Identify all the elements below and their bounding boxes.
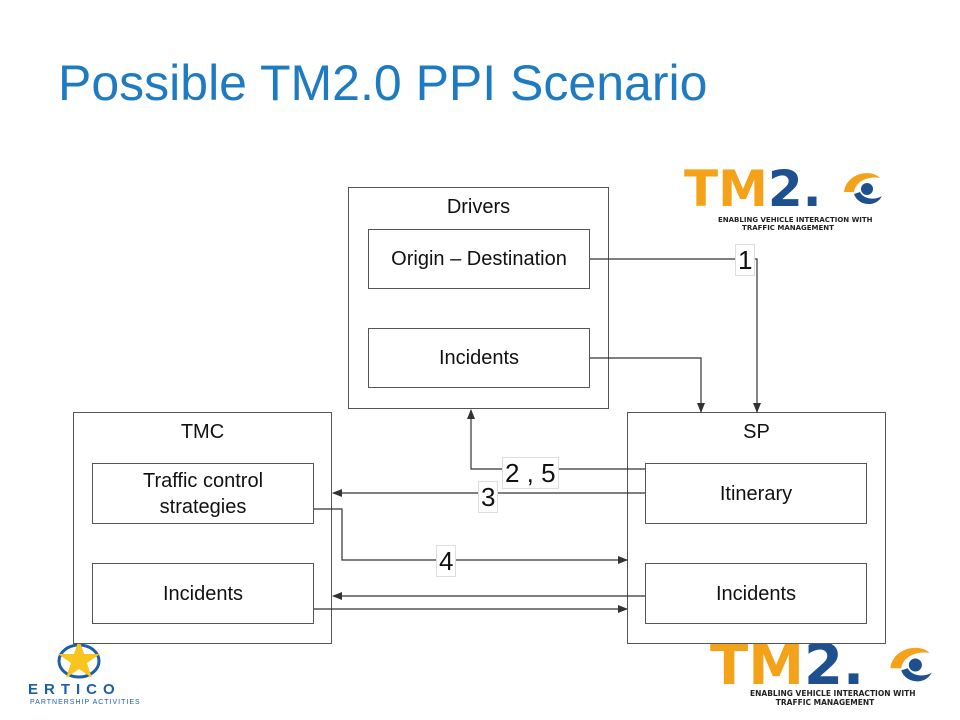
origin-destination-box: Origin – Destination	[368, 229, 590, 289]
swirl-icon	[890, 647, 932, 682]
arrow-incidents-to-sp	[590, 357, 705, 413]
ertico-wordmark: ERTICO	[28, 681, 121, 698]
tm20-logo-bottom: TM2. ENABLING VEHICLE INTERACTION WITH T…	[710, 638, 950, 718]
tmc-title: TMC	[180, 421, 225, 443]
page-title: Possible TM2.0 PPI Scenario	[58, 55, 708, 111]
ertico-subtitle: PARTNERSHIP ACTIVITIES	[30, 699, 141, 706]
arrow-sp-to-drivers	[467, 409, 645, 470]
step-label-1: 1	[735, 244, 756, 276]
tm-logo-text: TM	[710, 633, 804, 698]
star-icon	[57, 639, 101, 679]
drivers-incidents-box: Incidents	[368, 328, 590, 388]
tm-logo-text: TM	[684, 160, 768, 218]
drivers-title: Drivers	[446, 196, 511, 218]
tm-logo-number: 2.	[767, 160, 822, 218]
traffic-control-strategies-box: Traffic control strategies	[92, 463, 314, 524]
swirl-icon	[844, 173, 882, 205]
sp-incidents-box: Incidents	[645, 563, 867, 624]
tm-logo-tagline: ENABLING VEHICLE INTERACTION WITH TRAFFI…	[750, 689, 916, 707]
ertico-logo: ERTICO PARTNERSHIP ACTIVITIES	[28, 637, 141, 707]
tm20-logo-top: TM2. ENABLING VEHICLE INTERACTION WITH T…	[684, 160, 894, 234]
sp-title: SP	[743, 421, 770, 443]
tm-logo-number: 2.	[803, 633, 865, 698]
arrow-origin-to-sp	[590, 258, 761, 413]
step-label-4: 4	[436, 545, 457, 577]
step-label-2-5: 2 , 5	[502, 457, 559, 489]
tm-logo-tagline: ENABLING VEHICLE INTERACTION WITH TRAFFI…	[718, 216, 873, 233]
arrow-strategies-to-sp	[314, 508, 628, 564]
itinerary-box: Itinerary	[645, 463, 867, 524]
tmc-incidents-box: Incidents	[92, 563, 314, 624]
step-label-3: 3	[478, 481, 499, 513]
